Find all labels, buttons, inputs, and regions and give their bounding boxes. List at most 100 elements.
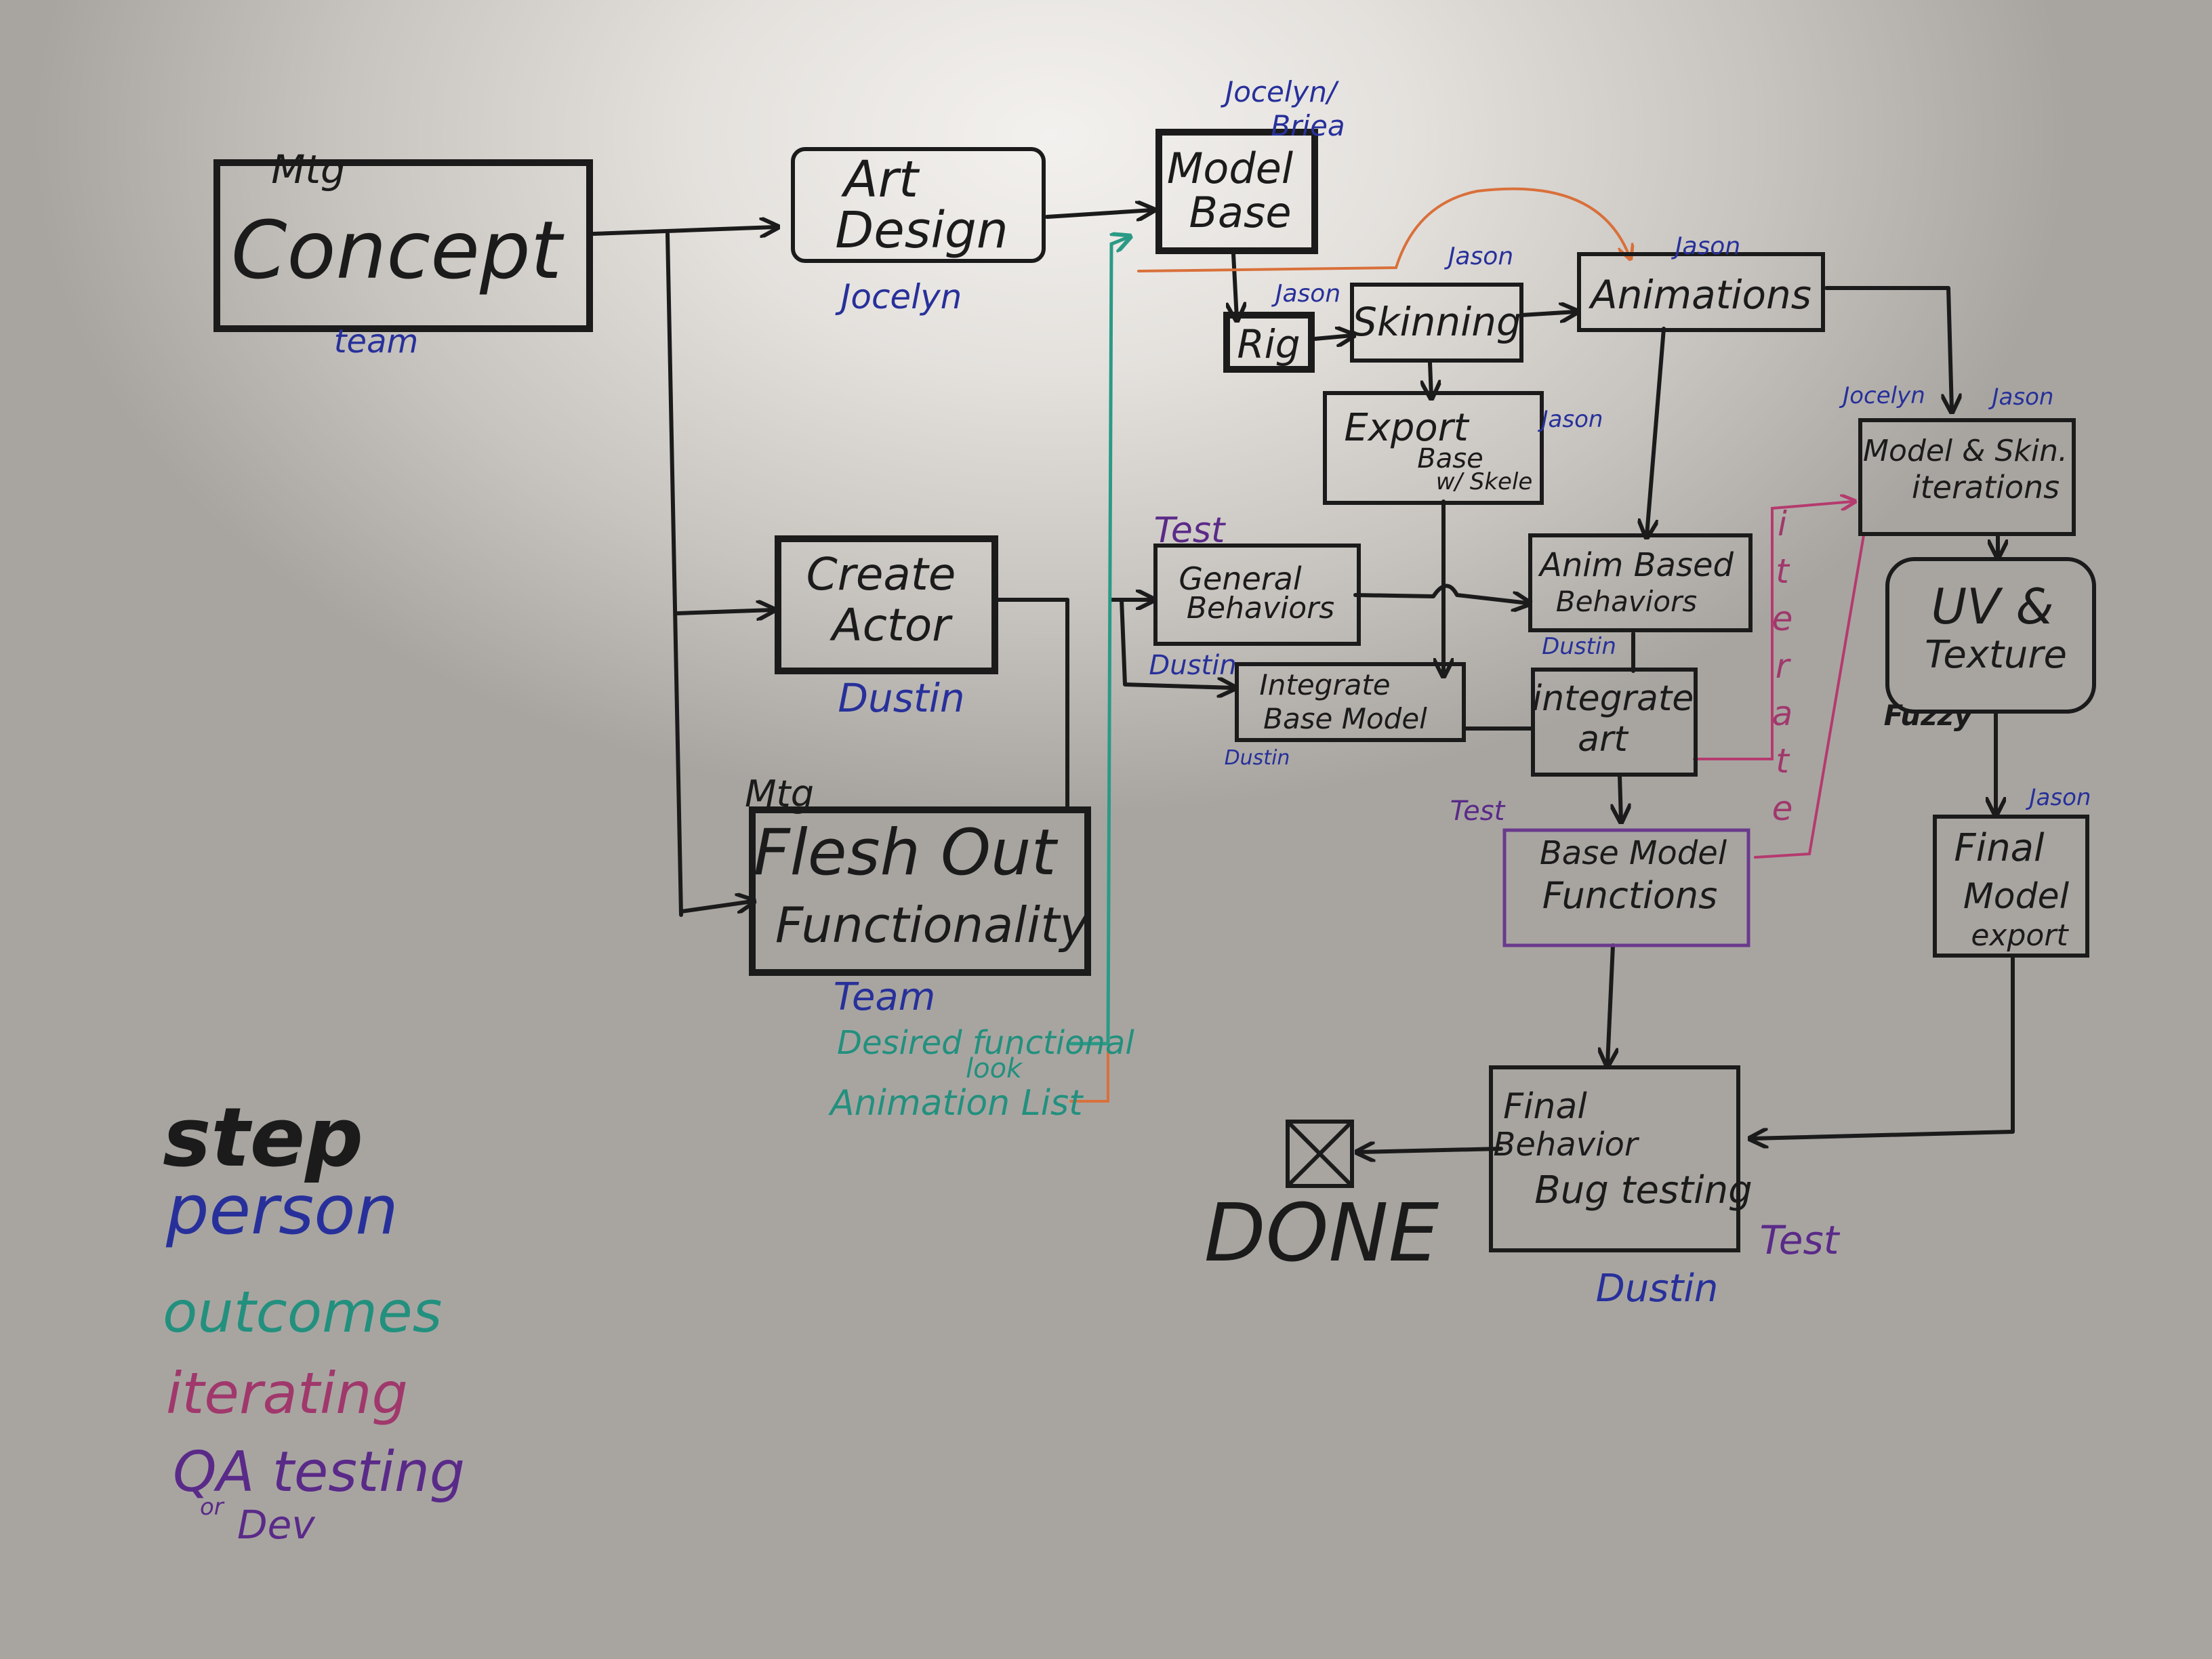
model-skin-person-right: Jason — [1988, 384, 2054, 411]
model-skin-box — [1858, 418, 2076, 536]
legend-iterating: iterating — [166, 1360, 408, 1427]
outcomes: Desired functional look Animation List — [828, 1024, 1134, 1124]
edge-concept-trunk — [665, 232, 683, 917]
node-done: DONE — [1204, 1120, 1439, 1279]
node-final-behavior: Final Behavior Bug testing Test Dustin — [1489, 1065, 1841, 1311]
final-behavior-line3: Bug testing — [1534, 1168, 1752, 1212]
final-model-export-line1: Final — [1954, 826, 2045, 870]
animations-box — [1577, 252, 1825, 332]
concept-box — [213, 159, 593, 332]
uv-texture-line2: Texture — [1925, 633, 2067, 677]
anim-based-behaviors-box — [1528, 533, 1753, 632]
final-model-export-person: Jason — [2026, 784, 2091, 811]
art-design-line1: Art — [841, 150, 920, 209]
iterate-letter: e — [1772, 599, 1793, 638]
flesh-out-person: Team — [834, 975, 936, 1019]
outcome-desired-line1: Desired functional — [837, 1024, 1134, 1062]
animations-person: Jason — [1671, 232, 1740, 260]
edge-general-anim-based — [1353, 583, 1528, 603]
anim-based-line2: Behaviors — [1556, 585, 1697, 618]
iterate-letter: e — [1772, 789, 1793, 828]
concept-label: Concept — [231, 203, 565, 297]
art-design-box — [791, 147, 1046, 263]
integrate-base-model-box — [1235, 662, 1466, 742]
edge-model-base-rig — [1233, 252, 1237, 319]
edge-concept-flesh-out — [679, 901, 752, 912]
uv-texture-person: Fuzzy — [1884, 699, 1973, 732]
model-base-line1: Model — [1167, 144, 1293, 193]
integrate-base-line2: Base Model — [1263, 702, 1427, 735]
edge-iterate-art — [1693, 501, 1853, 760]
edge-animations-model-skin — [1824, 286, 1952, 410]
integrate-base-person: Dustin — [1225, 746, 1290, 770]
skinning-label: Skinning — [1352, 299, 1521, 345]
edge-animations-anim-based — [1647, 327, 1666, 535]
create-actor-line1: Create — [806, 548, 956, 600]
node-export: Export Base w/ Skele Jason — [1323, 391, 1603, 505]
edge-orange-animations — [1137, 187, 1630, 272]
final-behavior-line2: Behavior — [1493, 1126, 1639, 1164]
edge-art-functions — [1620, 774, 1621, 820]
edge-concept-art-design — [591, 227, 776, 234]
node-integrate-base-model: Integrate Base Model Dustin — [1225, 662, 1466, 770]
flesh-out-line1: Flesh Out — [754, 816, 1059, 890]
general-behaviors-box — [1153, 544, 1361, 646]
integrate-art-line1: integrate — [1532, 678, 1694, 719]
node-model-skin-iterations: Model & Skin. iterations Jocelyn Jason — [1839, 382, 2076, 536]
final-model-export-box — [1933, 815, 2089, 958]
edge-skinning-animations — [1519, 312, 1576, 315]
rig-label: Rig — [1237, 321, 1300, 367]
outcome-animation-list: Animation List — [828, 1083, 1084, 1124]
integrate-art-box — [1531, 668, 1698, 777]
integrate-base-line1: Integrate — [1259, 668, 1390, 701]
base-model-functions-box — [1502, 828, 1750, 947]
node-skinning: Skinning Jason — [1350, 243, 1523, 363]
legend-or: or — [200, 1494, 225, 1521]
export-line3: w/ Skele — [1436, 468, 1533, 495]
iterate-letter: t — [1776, 741, 1790, 781]
node-rig: Rig Jason — [1223, 280, 1340, 373]
legend-qa: QA testing — [173, 1440, 465, 1504]
legend-person: person — [165, 1170, 398, 1250]
create-actor-person: Dustin — [838, 675, 964, 721]
node-integrate-art: integrate art — [1531, 668, 1698, 777]
export-box — [1323, 391, 1544, 505]
concept-tag: Mtg — [271, 146, 346, 192]
edge-functions-final — [1607, 943, 1613, 1064]
base-functions-line1: Base Model — [1540, 834, 1727, 872]
node-base-model-functions: Base Model Functions Test — [1450, 796, 1750, 947]
animations-label: Animations — [1588, 272, 1811, 318]
create-actor-box — [775, 535, 998, 674]
legend-outcomes: outcomes — [163, 1279, 442, 1345]
general-behaviors-person: Dustin — [1149, 650, 1236, 681]
node-anim-based-behaviors: Anim Based Behaviors Dustin — [1528, 533, 1753, 660]
skinning-person: Jason — [1444, 243, 1513, 270]
node-general-behaviors: General Behaviors Test Dustin — [1149, 510, 1361, 681]
edge-iterate-functions — [1754, 534, 1865, 859]
edge-actor-integrate — [1120, 598, 1233, 688]
flesh-out-line2: Functionality — [775, 897, 1090, 954]
model-base-person1: Jocelyn/ — [1221, 75, 1339, 108]
iterate-letter: i — [1778, 504, 1787, 544]
edge-outcome-desired — [1069, 237, 1128, 1046]
general-behaviors-line2: Behaviors — [1187, 591, 1334, 626]
base-functions-line2: Functions — [1542, 874, 1718, 917]
edge-final-done — [1359, 1149, 1503, 1152]
general-behaviors-tag: Test — [1154, 510, 1226, 551]
outcome-desired-line2: look — [966, 1053, 1023, 1084]
art-design-person: Jocelyn — [835, 277, 962, 316]
final-behavior-person: Dustin — [1596, 1267, 1719, 1311]
flesh-out-tag: Mtg — [745, 773, 814, 815]
final-model-export-line2: Model — [1963, 876, 2070, 917]
node-flesh-out: Mtg Flesh Out Functionality Team — [745, 773, 1091, 1019]
edge-animation-list — [1069, 1049, 1109, 1103]
edge-rig-skinning — [1313, 335, 1352, 339]
legend-step: step — [163, 1091, 363, 1185]
node-animations: Animations Jason — [1577, 232, 1825, 332]
node-art-design: Art Design Jocelyn — [791, 147, 1046, 316]
skinning-box — [1350, 283, 1523, 363]
general-behaviors-line1: General — [1179, 560, 1302, 597]
